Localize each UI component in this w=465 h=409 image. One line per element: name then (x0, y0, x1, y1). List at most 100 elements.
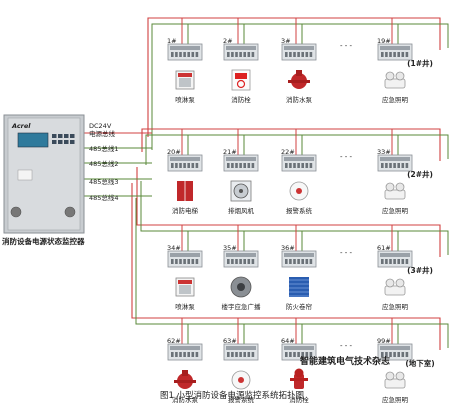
light-lamp (385, 371, 395, 381)
area-label: (地下室) (405, 358, 434, 368)
node-id: 62# (167, 337, 181, 345)
monitor-node: 33#应急照明 (377, 148, 413, 215)
green-bus-line (140, 181, 449, 255)
module-pin (397, 352, 400, 357)
key-button (58, 140, 63, 144)
bus1-label: 485总线1 (89, 144, 119, 153)
monitor-node: 35#楼宇应急广播 (222, 244, 262, 311)
monitor-node: 1#喷淋泵 (167, 37, 203, 104)
module-pin (389, 259, 392, 264)
module-pin (231, 352, 234, 357)
node-id: 35# (223, 244, 237, 252)
module-pin (385, 352, 388, 357)
module-pin (397, 52, 400, 57)
red-bus-line (147, 17, 441, 137)
module-pin (231, 52, 234, 57)
green-bus-line (135, 198, 449, 348)
device-label: 防火卷帘 (286, 302, 313, 311)
pump-top (178, 73, 192, 77)
module-pin (393, 259, 396, 264)
module-pin (309, 259, 313, 264)
module-pin (187, 52, 190, 57)
brand-logo: Acrel (11, 122, 31, 130)
module-pin (171, 52, 174, 57)
figure-caption: 图1 小型消防设备电源监控系统拓扑图 (160, 390, 304, 401)
module-pin (393, 352, 396, 357)
module-terminals (170, 253, 200, 257)
module-pin (175, 52, 178, 57)
module-pin (187, 259, 190, 264)
device-label: 应急照明 (382, 206, 409, 215)
module-pin (405, 259, 409, 264)
module-pin (243, 259, 246, 264)
area-label: (2#井) (407, 169, 433, 179)
module-pin (235, 259, 238, 264)
module-pin (247, 163, 251, 168)
device-label: 喷淋泵 (175, 302, 195, 311)
node-id: 19# (377, 37, 391, 45)
module-terminals (380, 253, 410, 257)
module-pin (289, 163, 292, 168)
module-pin (183, 352, 186, 357)
monitor-node: 99#应急照明 (377, 337, 413, 404)
module-terminals (226, 46, 256, 50)
device-label: 应急照明 (382, 95, 409, 104)
monitor-node: 19# 应急照明 (377, 37, 413, 104)
module-terminals (284, 157, 314, 161)
device-label: 消防栓 (289, 395, 309, 404)
module-pin (289, 259, 292, 264)
device-label: 消防水泵 (286, 95, 313, 104)
key-button (52, 140, 57, 144)
module-pin (305, 352, 309, 357)
module-terminals (284, 346, 314, 350)
emergency-light-icon (384, 371, 406, 389)
module-pin (179, 352, 182, 357)
power-bus-label: DC24V (89, 122, 112, 130)
module-pin (301, 163, 304, 168)
module-pin (235, 352, 238, 357)
module-pin (179, 259, 182, 264)
module-pin (243, 163, 246, 168)
monitor-node: 63#报警系统 (223, 337, 259, 404)
light-lamp (395, 278, 405, 288)
fire-pump-icon (174, 370, 196, 389)
speaker-center (237, 283, 245, 291)
module-pin (195, 259, 199, 264)
module-pin (297, 259, 300, 264)
light-lamp (385, 71, 395, 81)
module-pin (381, 259, 384, 264)
module-pin (231, 259, 234, 264)
module-pin (305, 259, 309, 264)
module-pin (191, 259, 195, 264)
module-pin (301, 352, 304, 357)
module-pin (247, 352, 251, 357)
green-bus-line (151, 23, 449, 150)
pump-head (182, 370, 188, 376)
elevator-icon (177, 181, 193, 201)
module-pin (381, 163, 384, 168)
monitor-node: 22#报警系统 (281, 148, 317, 215)
module-terminals (226, 253, 256, 257)
module-pin (293, 163, 296, 168)
module-pin (385, 259, 388, 264)
red-bus-line (141, 128, 441, 161)
green-bus-line (145, 134, 449, 165)
red-bus-line (131, 183, 441, 350)
ellipsis-text: - - - (340, 42, 353, 50)
module-pin (289, 352, 292, 357)
module-pin (191, 352, 195, 357)
node-id: 2# (223, 37, 233, 45)
module-pin (195, 352, 199, 357)
module-pin (239, 259, 242, 264)
light-lamp (395, 371, 405, 381)
key-button (64, 134, 69, 138)
pump-icon (175, 277, 195, 297)
bus4-label: 485总线4 (89, 193, 119, 202)
node-id: 61# (377, 244, 391, 252)
module-pin (285, 259, 288, 264)
node-id: 20# (167, 148, 181, 156)
module-terminals (380, 46, 410, 50)
module-pin (405, 52, 409, 57)
